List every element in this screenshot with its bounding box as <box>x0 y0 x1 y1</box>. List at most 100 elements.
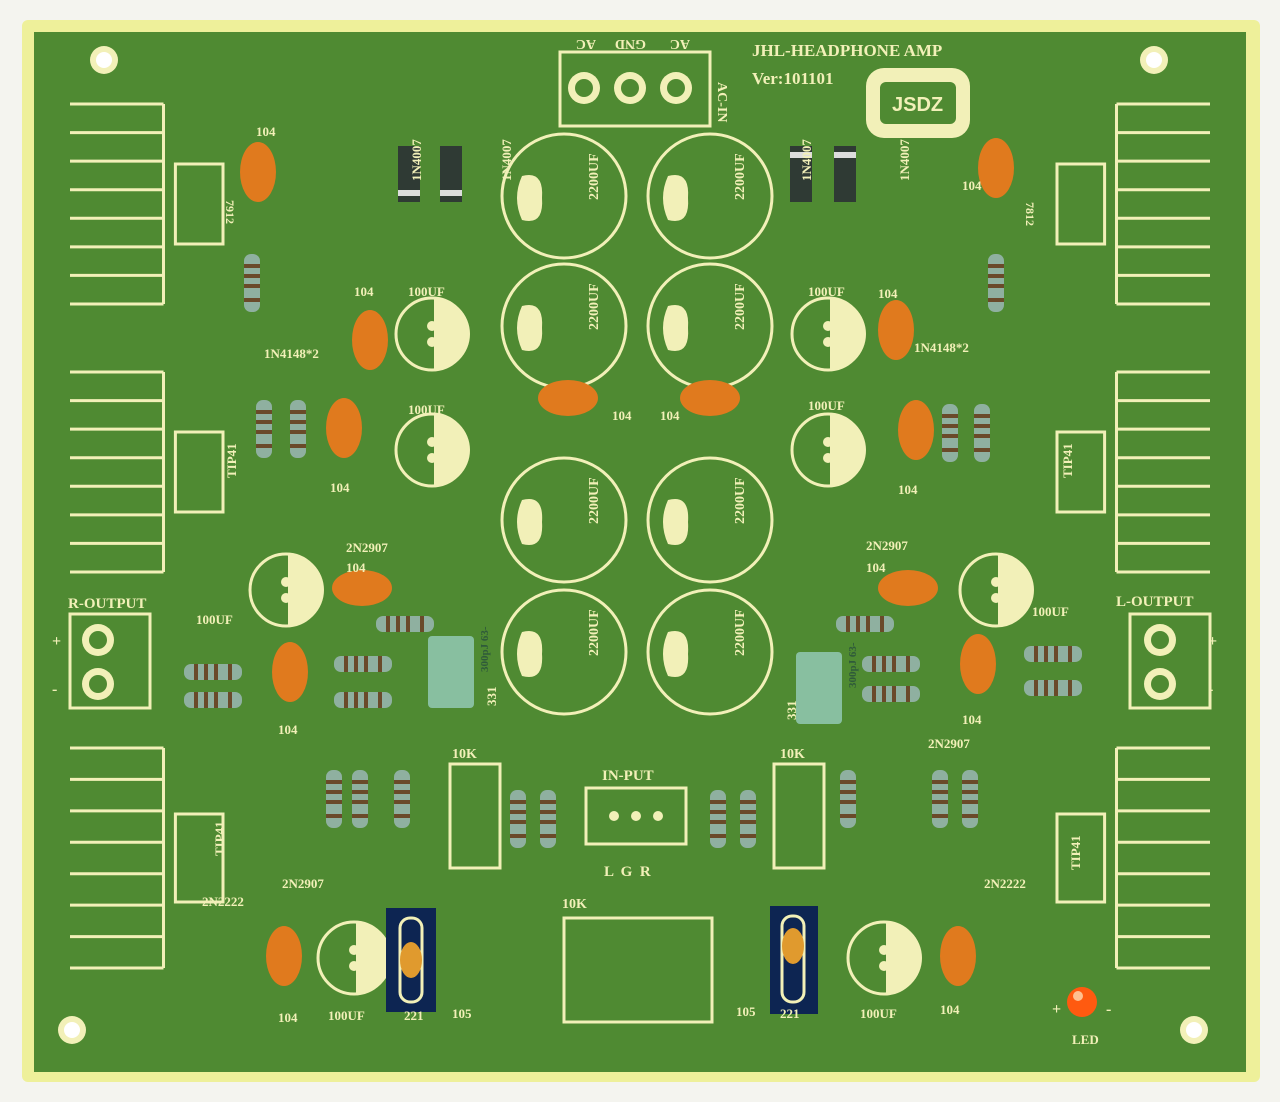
led-label: LED <box>1072 1032 1099 1047</box>
capacitor-100uf <box>248 552 324 628</box>
ceramic-capacitor <box>680 380 740 416</box>
led <box>1067 987 1097 1017</box>
pot-label-right: 10K <box>780 747 805 762</box>
cap-104-label: 104 <box>256 124 276 139</box>
l-output-label: L-OUTPUT <box>1116 594 1194 610</box>
heatsink <box>1055 102 1210 306</box>
resistor <box>184 692 242 708</box>
resistor <box>510 790 526 848</box>
brand-label: JSDZ <box>892 94 943 116</box>
gnd-label: GND <box>615 36 646 51</box>
cap-105-right: 105 <box>736 1004 756 1019</box>
cap-104-label: 104 <box>346 560 366 575</box>
ceramic-capacitor <box>352 310 388 370</box>
capacitor-2200uf: 2200UF <box>500 456 628 584</box>
cap-104-label: 104 <box>962 178 982 193</box>
resistor <box>862 656 920 672</box>
resistor <box>1024 680 1082 696</box>
npn-label-ll: 2N2222 <box>202 894 244 909</box>
cap-100uf-label: 100UF <box>1032 604 1069 619</box>
diode-label-l2: 1N4007 <box>499 139 514 181</box>
cap-2200uf-label: 2200UF <box>587 609 602 656</box>
heatsink <box>70 746 225 970</box>
capacitor-2200uf: 2200UF <box>500 588 628 716</box>
cap-2200uf-label: 2200UF <box>733 609 748 656</box>
cap-104-label: 104 <box>878 286 898 301</box>
resistor <box>352 770 368 828</box>
100uf-capacitor-footprints <box>248 296 1034 996</box>
pot-label-center: 10K <box>562 897 587 912</box>
npn-label-lr: 2N2222 <box>984 876 1026 891</box>
lgr-label: L G R <box>604 864 651 880</box>
l-output-minus: - <box>1208 681 1213 698</box>
ceramic-capacitor <box>538 380 598 416</box>
cap-105-left: 105 <box>452 1006 472 1021</box>
ceramic-capacitors <box>240 138 1014 986</box>
cap-104-label: 104 <box>612 408 632 423</box>
signal-diode-label-right: 1N4148*2 <box>914 340 969 355</box>
ceramic-capacitor <box>898 400 934 460</box>
diode-label-r1: 1N4007 <box>799 139 814 181</box>
capacitor-2200uf: 2200UF <box>646 588 774 716</box>
cap-221-left: 221 <box>404 1008 424 1023</box>
r-output-plus: + <box>52 633 61 650</box>
input-connector <box>584 786 688 846</box>
cap-2200uf-label: 2200UF <box>587 283 602 330</box>
ceramic-capacitor <box>326 398 362 458</box>
board-version: Ver:101101 <box>752 69 834 88</box>
resistor <box>244 254 260 312</box>
input-label: IN-PUT <box>602 768 654 784</box>
regulator-label-left: 7912 <box>223 200 237 224</box>
cap-104-label: 104 <box>278 1010 298 1025</box>
l-output-terminal <box>1128 612 1212 710</box>
ceramic-capacitor <box>940 926 976 986</box>
tip41-label-ul: TIP41 <box>224 443 239 478</box>
film-capacitor-right <box>796 652 842 724</box>
ceramic-capacitor <box>960 634 996 694</box>
capacitor-100uf <box>790 296 866 372</box>
resistor <box>862 686 920 702</box>
diode-label-r2: 1N4007 <box>897 139 912 181</box>
ac-label-1: AC <box>576 36 596 51</box>
cap-100uf-label: 100UF <box>408 284 445 299</box>
resistor <box>974 404 990 462</box>
resistor <box>932 770 948 828</box>
diode-label-l1: 1N4007 <box>409 139 424 181</box>
resistor <box>1024 646 1082 662</box>
cap-104-label: 104 <box>866 560 886 575</box>
resistor <box>988 254 1004 312</box>
cap-104-label: 104 <box>278 722 298 737</box>
pnp-label-ll: 2N2907 <box>282 876 324 891</box>
r-output-terminal <box>68 612 152 710</box>
cap-104-label: 104 <box>962 712 982 727</box>
blue-jumper-pads <box>386 906 818 1014</box>
resistor <box>326 770 342 828</box>
capacitor-100uf <box>958 552 1034 628</box>
capacitor-100uf <box>846 920 922 996</box>
cap-100uf-label: 100UF <box>860 1006 897 1021</box>
resistor <box>962 770 978 828</box>
pnp-label-ul: 2N2907 <box>346 540 388 555</box>
capacitor-100uf <box>394 412 470 488</box>
resistor <box>942 404 958 462</box>
ac-input-terminal <box>558 50 712 128</box>
film-capacitor-left <box>428 636 474 708</box>
cap-104-label: 104 <box>940 1002 960 1017</box>
cap-2200uf-label: 2200UF <box>733 153 748 200</box>
resistor <box>256 400 272 458</box>
cap-221-right: 221 <box>780 1006 800 1021</box>
heatsink-outlines <box>70 102 1210 970</box>
ac-label-2: AC <box>670 36 690 51</box>
resistor <box>376 616 434 632</box>
cap-104-label: 104 <box>660 408 680 423</box>
cap-100uf-label: 100UF <box>808 398 845 413</box>
mounting-holes <box>58 46 1208 1044</box>
film-cap-label-left: 300pJ 63- <box>479 626 491 672</box>
resistor <box>710 790 726 848</box>
resistor <box>334 692 392 708</box>
heatsink <box>1055 370 1210 574</box>
